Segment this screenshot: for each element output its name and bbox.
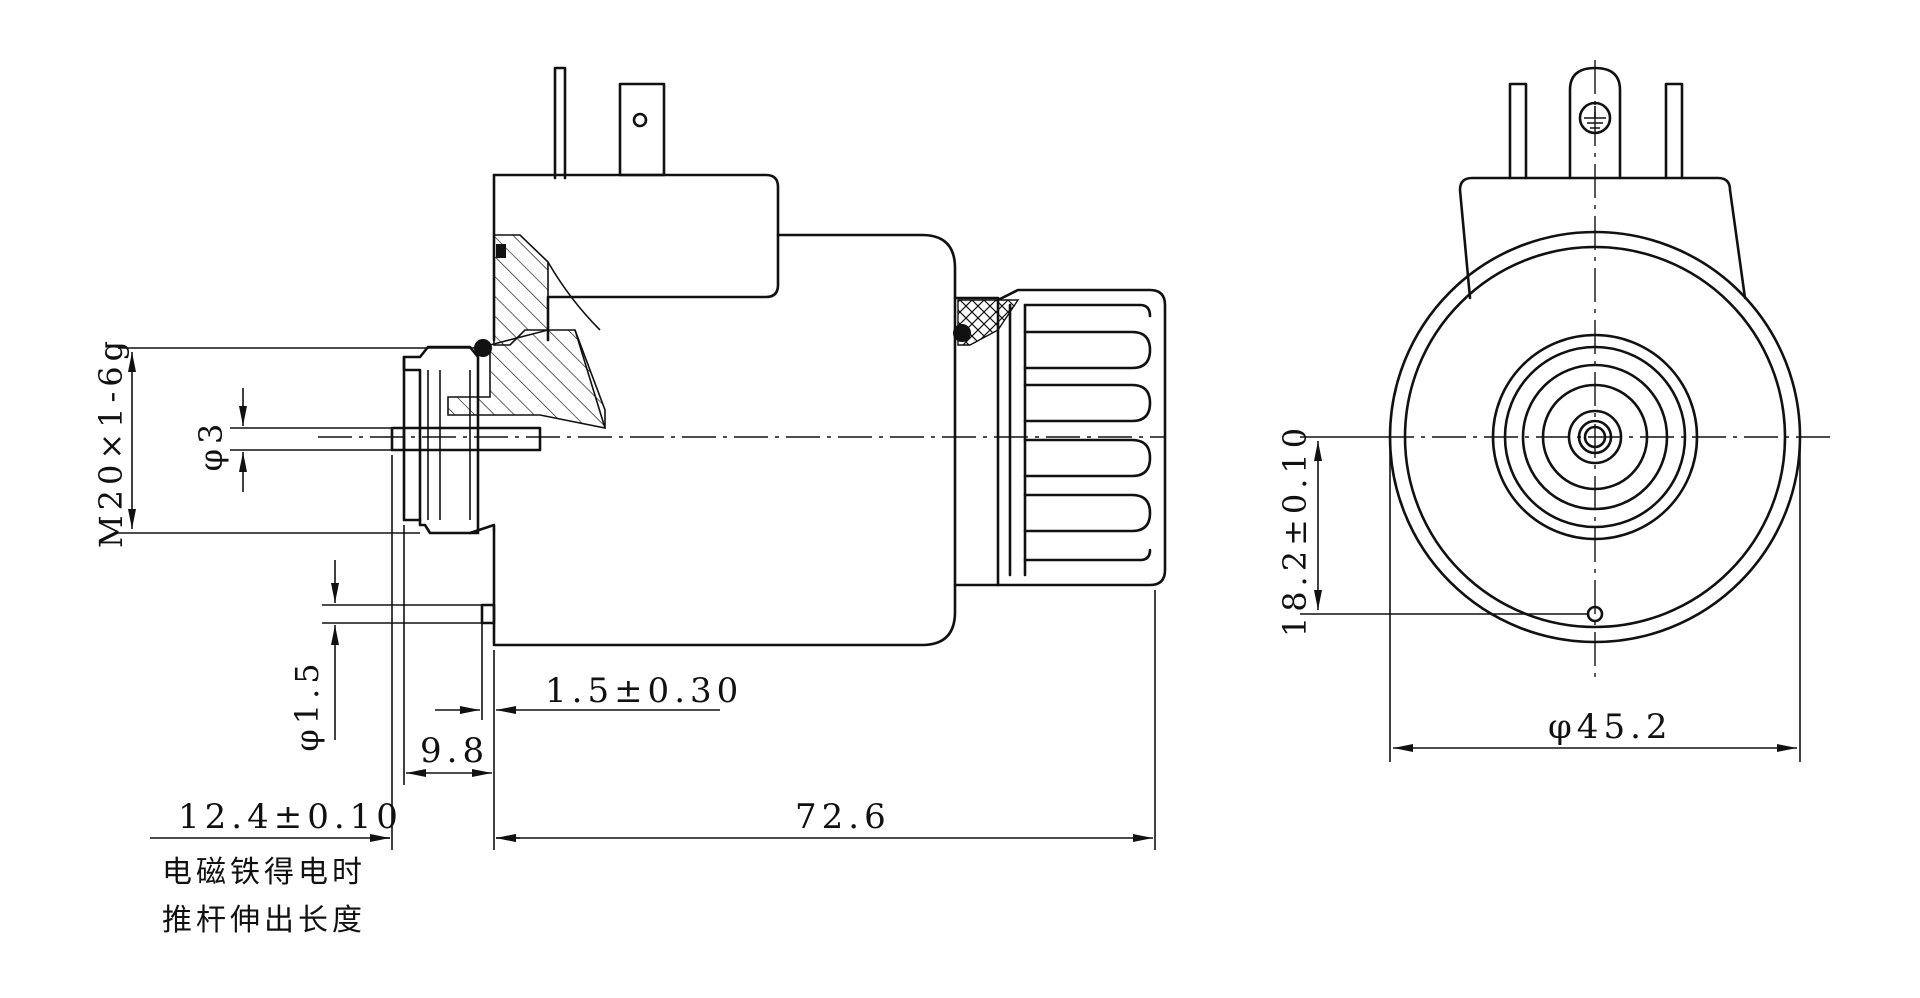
nose-tip [468, 523, 496, 535]
nut-circle-1 [1491, 333, 1699, 541]
front-view [1380, 60, 1835, 680]
side-view [318, 66, 1167, 647]
knurled-nut [996, 288, 1167, 587]
threaded-nose [402, 345, 480, 535]
coil-body [492, 233, 957, 647]
front-pin-ground [1568, 66, 1622, 180]
phi3-label: φ3 [192, 419, 230, 472]
nut-circle-3 [1521, 363, 1669, 511]
side-dimensions: M20×1-6g φ3 φ1.5 1.5±0.30 9.8 12.4±0.10 … [92, 336, 1156, 938]
nut-collar [1008, 303, 1027, 577]
coil-outer-circle [1388, 230, 1802, 644]
inner-cone [547, 261, 606, 429]
ext-line-phi1-5 [322, 604, 482, 624]
tol-1-5-label: 1.5±0.30 [545, 671, 743, 711]
length-72-6-label: 72.6 [795, 797, 891, 837]
nose-thread-lines [427, 370, 471, 520]
coil-inner-circle [1403, 245, 1787, 629]
thread-label: M20×1-6g [92, 336, 130, 548]
rod-circle-1 [1567, 409, 1623, 465]
front-connector-housing [1458, 176, 1747, 300]
rod-circle-2 [1577, 419, 1613, 455]
ground-icon [1578, 101, 1612, 135]
connector-housing [492, 173, 780, 342]
rod-circle-3 [1583, 425, 1607, 449]
stroke-12-4-label: 12.4±0.10 [178, 797, 403, 837]
locating-pin [480, 603, 496, 625]
section-hatch-flange [447, 329, 606, 429]
seal-block [496, 244, 506, 258]
front-pin-right [1664, 82, 1684, 180]
nose-flange [402, 355, 422, 522]
pin-hole [632, 112, 648, 128]
push-rod [390, 426, 542, 452]
o-ring-left [474, 339, 492, 357]
phi1-5-label: φ1.5 [288, 658, 326, 751]
offset-18-2-label: 18.2±0.10 [1276, 423, 1314, 637]
front-pin-left [1508, 82, 1528, 180]
knurl-ridges [1023, 303, 1152, 562]
front-dimensions: 18.2±0.10 φ45.2 [1276, 423, 1801, 762]
nut-body [953, 296, 1000, 587]
nut-circle-4 [1541, 383, 1649, 491]
phi45-2-label: φ45.2 [1548, 707, 1673, 747]
note-line-1: 电磁铁得电时 [162, 855, 366, 890]
terminal-pin-right [618, 82, 666, 177]
nut-circle-2 [1503, 345, 1687, 529]
ext-line-phi3 [230, 427, 392, 451]
nut-cross-hatch [957, 299, 1020, 346]
note-line-2: 推杆伸出长度 [162, 903, 366, 938]
dim-9-8-label: 9.8 [420, 731, 489, 771]
terminal-pin-left [553, 66, 567, 180]
